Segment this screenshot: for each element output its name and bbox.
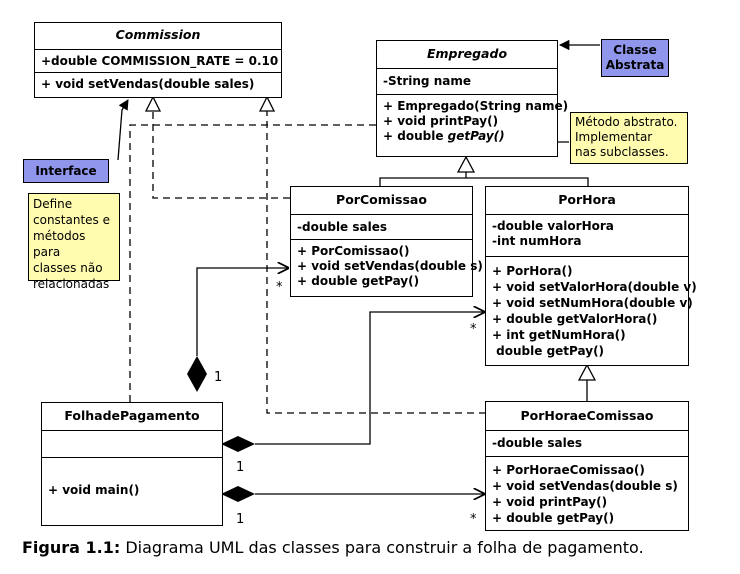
composition-diamond-porhora (221, 436, 255, 452)
note-line: constantes e (33, 213, 110, 227)
composition-diamond-porcomissao (187, 356, 207, 392)
class-commission: Commission +double COMMISSION_RATE = 0.1… (34, 22, 282, 98)
porhoraecomissao-realization-line (266, 110, 486, 414)
class-commission-attributes: +double COMMISSION_RATE = 0.10 (35, 49, 281, 72)
multiplicity-one-porhora: 1 (236, 460, 245, 475)
class-porcomissao-attributes: -double sales (291, 214, 472, 239)
attribute: -int numHora (492, 234, 582, 248)
note-line: classes não (33, 261, 103, 275)
attribute: -String name (383, 74, 471, 88)
class-empregado-methods: + Empregado(String name) + void printPay… (377, 94, 569, 156)
multiplicity-many-porhora: * (470, 322, 477, 337)
method-signature: + double (383, 129, 448, 143)
figure-caption-text: Diagrama UML das classes para construir … (120, 538, 644, 557)
note-line: relacionadas (33, 277, 110, 291)
class-porhora: PorHora -double valorHora -int numHora +… (485, 186, 697, 366)
class-commission-name: Commission (115, 27, 201, 42)
attribute: -double sales (492, 436, 583, 450)
class-porhoraecomissao-name: PorHoraeComissao (520, 408, 654, 423)
porcomissao-realization-line (152, 110, 290, 199)
class-commission-methods: + void setVendas(double sales) (35, 72, 281, 97)
class-folha-methods: + void main() (42, 457, 222, 524)
method: + void main() (48, 483, 140, 497)
method: + double getValorHora() (492, 312, 658, 326)
method: + void setVendas(double s) (492, 479, 678, 493)
metodo-abstrato-note: Método abstrato. Implementar nas subclas… (570, 112, 688, 164)
composition-line-porhora (255, 312, 484, 445)
method: + void setVendas(double sales) (41, 77, 255, 91)
figure-caption-prefix: Figura 1.1: (22, 538, 121, 557)
method-abstract: + double getPay() (383, 129, 551, 144)
method: + void setNumHora(double v) (492, 296, 693, 310)
class-porhora-name: PorHora (558, 192, 616, 207)
class-porhora-attributes: -double valorHora -int numHora (486, 214, 688, 256)
note-line: Método abstrato. (575, 115, 678, 129)
method: + Empregado(String name) (383, 99, 569, 113)
note-line: Implementar (575, 130, 653, 144)
multiplicity-many-porhoraecomissao: * (470, 512, 477, 527)
class-porhoraecomissao: PorHoraeComissao -double sales + PorHora… (485, 401, 689, 531)
method: + double getPay() (492, 511, 615, 525)
interface-pointer (117, 99, 129, 161)
method: + void printPay() (383, 114, 499, 128)
class-porhoraecomissao-methods: + PorHoraeComissao() + void setVendas(do… (486, 456, 688, 529)
method: + PorHora() (492, 264, 573, 278)
empregado-generalization-head (456, 155, 476, 173)
class-folha-attributes (42, 430, 222, 457)
class-porcomissao: PorComissao -double sales + PorComissao(… (290, 186, 483, 297)
class-empregado-name: Empregado (426, 46, 508, 61)
empregado-generalization-line (379, 172, 589, 186)
class-porcomissao-methods: + PorComissao() + void setVendas(double … (291, 239, 483, 296)
multiplicity-many-porcomissao: * (276, 280, 283, 295)
composition-diamond-porhoraecomissao (221, 486, 255, 502)
method: + int getNumHora() (492, 328, 626, 342)
commission-realization-head-left (144, 95, 162, 112)
method-abstract-name: getPay() (447, 129, 505, 143)
define-note: Define constantes e métodos para classes… (28, 193, 120, 291)
method: + void setVendas(double s) (297, 259, 483, 273)
class-empregado: Empregado -String name + Empregado(Strin… (376, 40, 569, 157)
class-folha-name: FolhadePagamento (64, 408, 200, 423)
interface-tag: Interface (23, 159, 109, 183)
commission-realization-head-right (258, 95, 276, 112)
attribute: -double valorHora (492, 219, 614, 233)
class-porcomissao-name: PorComissao (336, 192, 427, 207)
method: + double getPay() (297, 274, 420, 288)
note-line: nas subclasses. (575, 145, 669, 159)
attribute: -double sales (297, 220, 388, 234)
method: + PorComissao() (297, 244, 410, 258)
method: + PorHoraeComissao() (492, 463, 645, 477)
class-porhora-methods: + PorHora() + void setValorHora(double v… (486, 256, 697, 364)
multiplicity-one-porhoraecomissao: 1 (236, 512, 245, 527)
method: + void setValorHora(double v) (492, 280, 697, 294)
folha-dependency-line (129, 124, 376, 402)
method: + void printPay() (492, 495, 608, 509)
figure-caption: Figura 1.1: Diagrama UML das classes par… (22, 538, 644, 557)
note-line: métodos para (33, 229, 86, 259)
class-folhadepagamento: FolhadePagamento + void main() (41, 402, 223, 526)
tag-line: Abstrata (605, 58, 665, 72)
method: double getPay() (492, 344, 605, 358)
multiplicity-one-porcomissao: 1 (214, 370, 223, 385)
class-empregado-attributes: -String name (377, 68, 557, 94)
attribute: +double COMMISSION_RATE = 0.10 (41, 54, 279, 68)
classe-abstrata-tag: Classe Abstrata (601, 39, 669, 77)
composition-line-porcomissao (196, 268, 288, 356)
class-porhoraecomissao-attributes: -double sales (486, 430, 688, 456)
note-line: Define (33, 197, 73, 211)
porhora-generalization-head (577, 363, 597, 381)
tag-line: Classe (613, 43, 657, 57)
